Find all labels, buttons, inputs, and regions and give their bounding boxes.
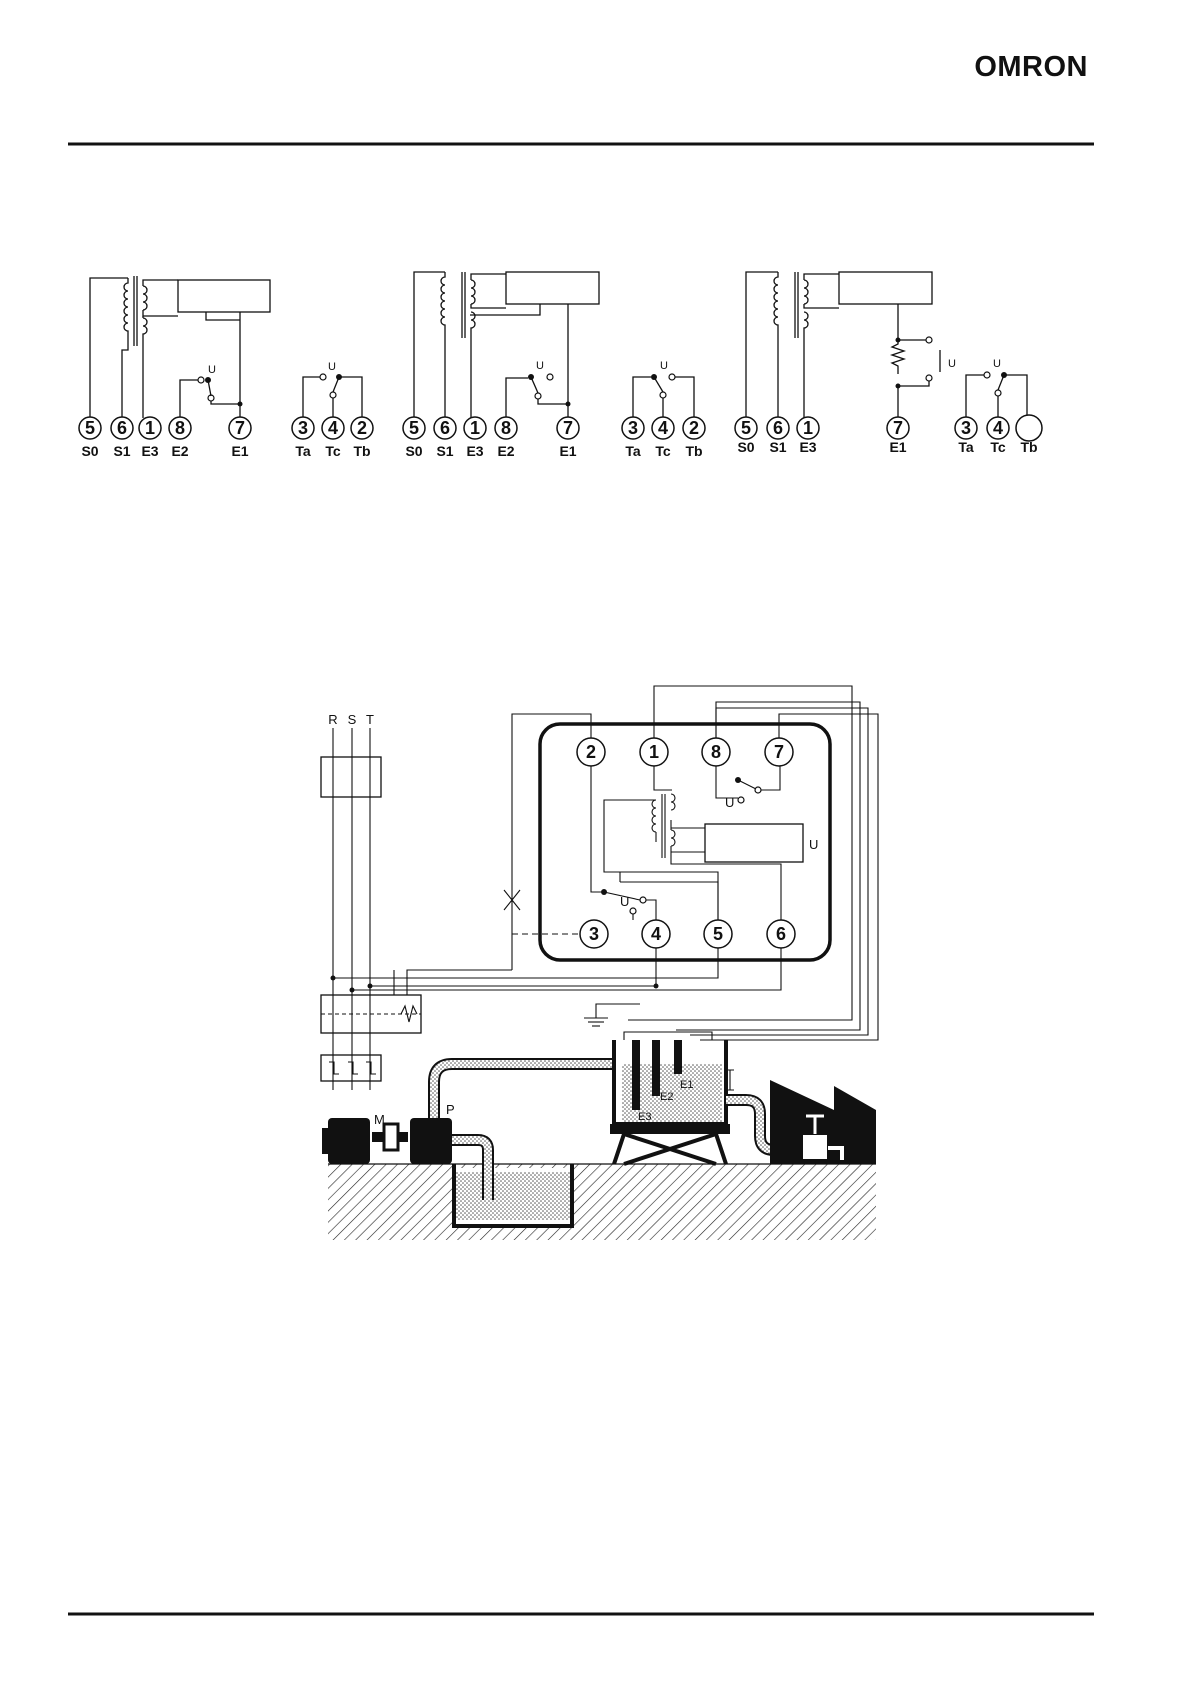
terminal-group-main: 5 6 1 8 7 S0 S1 E3 E2 E1 — [79, 417, 251, 459]
relay-unit-box — [705, 824, 803, 862]
svg-text:1: 1 — [649, 742, 659, 762]
svg-text:Tb: Tb — [685, 443, 702, 459]
svg-text:2: 2 — [586, 742, 596, 762]
wiring-diagram-3: U 5 6 1 7 S0 S1 E3 E1 U 3 4 Ta Tc Tb — [735, 272, 1042, 455]
svg-text:1: 1 — [803, 418, 813, 438]
svg-text:3: 3 — [961, 418, 971, 438]
relay-label: U — [208, 364, 216, 376]
svg-text:3: 3 — [589, 924, 599, 944]
svg-text:4: 4 — [993, 418, 1003, 438]
valve-icon — [802, 1134, 828, 1160]
svg-text:6: 6 — [440, 418, 450, 438]
svg-text:5: 5 — [713, 924, 723, 944]
terminal-group-main: 5 6 1 8 7 S0 S1 E3 E2 E1 — [403, 417, 579, 459]
svg-text:6: 6 — [117, 418, 127, 438]
svg-text:P: P — [446, 1102, 455, 1117]
svg-text:E3: E3 — [141, 443, 158, 459]
wiring-diagram-2: U 5 6 1 8 7 S0 S1 E3 E2 E1 U 3 4 2 Ta Tc — [403, 272, 705, 459]
svg-text:U: U — [620, 894, 629, 909]
svg-text:3: 3 — [298, 418, 308, 438]
overload-relay — [321, 1055, 381, 1081]
svg-text:U: U — [660, 360, 668, 372]
application-diagram: R S T 2 1 8 7 3 4 5 6 — [321, 686, 878, 1240]
svg-text:2: 2 — [357, 418, 367, 438]
terminal-group-main: 5 6 1 7 S0 S1 E3 E1 — [735, 417, 909, 455]
ground-hatch — [328, 1164, 876, 1240]
svg-text:6: 6 — [776, 924, 786, 944]
svg-text:S0: S0 — [81, 443, 98, 459]
control-unit-box — [839, 272, 932, 304]
svg-text:Ta: Ta — [295, 443, 311, 459]
svg-text:E3: E3 — [466, 443, 483, 459]
electrode-e3-label: E3 — [638, 1111, 651, 1123]
svg-text:S0: S0 — [737, 439, 754, 455]
svg-text:1: 1 — [470, 418, 480, 438]
phase-label-t: T — [366, 712, 374, 727]
electrode-e1-label: E1 — [680, 1079, 693, 1091]
svg-text:Ta: Ta — [958, 439, 974, 455]
svg-text:S0: S0 — [405, 443, 422, 459]
svg-text:E2: E2 — [497, 443, 514, 459]
svg-text:U: U — [328, 361, 336, 373]
svg-text:E3: E3 — [799, 439, 816, 455]
control-unit-box — [506, 272, 599, 304]
svg-text:S1: S1 — [769, 439, 786, 455]
motor-icon — [328, 1118, 370, 1164]
svg-text:7: 7 — [774, 742, 784, 762]
svg-text:6: 6 — [773, 418, 783, 438]
terminal-group-contacts: U 3 4 Ta Tc Tb — [955, 358, 1042, 455]
svg-text:1: 1 — [145, 418, 155, 438]
svg-text:E1: E1 — [889, 439, 906, 455]
svg-text:8: 8 — [501, 418, 511, 438]
svg-text:4: 4 — [658, 418, 668, 438]
omron-logo: OMRON — [974, 51, 1088, 83]
svg-text:5: 5 — [409, 418, 419, 438]
svg-text:E2: E2 — [171, 443, 188, 459]
terminal-group-contacts: U 3 4 2 Ta Tc Tb — [292, 361, 373, 459]
wiring-diagram-1: U 5 6 1 8 7 S0 S1 E3 E2 E1 U 3 4 2 T — [79, 276, 373, 459]
svg-text:7: 7 — [235, 418, 245, 438]
svg-text:U: U — [725, 795, 734, 810]
svg-text:7: 7 — [893, 418, 903, 438]
svg-text:Ta: Ta — [625, 443, 641, 459]
svg-text:Tb: Tb — [353, 443, 370, 459]
svg-text:4: 4 — [328, 418, 338, 438]
phase-label-r: R — [328, 712, 337, 727]
svg-text:Tc: Tc — [325, 443, 341, 459]
control-unit-box — [178, 280, 270, 312]
svg-text:U: U — [809, 837, 818, 852]
pump-icon — [410, 1118, 452, 1164]
svg-text:8: 8 — [711, 742, 721, 762]
svg-text:U: U — [993, 358, 1001, 370]
svg-text:Tc: Tc — [990, 439, 1006, 455]
phase-label-s: S — [348, 712, 357, 727]
svg-text:3: 3 — [628, 418, 638, 438]
svg-text:7: 7 — [563, 418, 573, 438]
svg-text:E1: E1 — [559, 443, 576, 459]
sump-water — [456, 1172, 570, 1220]
svg-text:U: U — [948, 358, 956, 370]
fuse-box — [321, 757, 381, 797]
svg-text:S1: S1 — [436, 443, 453, 459]
svg-text:E1: E1 — [231, 443, 248, 459]
svg-text:5: 5 — [85, 418, 95, 438]
svg-text:S1: S1 — [113, 443, 130, 459]
terminal-group-contacts: U 3 4 2 Ta Tc Tb — [622, 360, 705, 459]
svg-text:4: 4 — [651, 924, 661, 944]
svg-text:Tc: Tc — [655, 443, 671, 459]
controller-terminals: 2 1 8 7 3 4 5 6 — [577, 738, 795, 948]
svg-text:8: 8 — [175, 418, 185, 438]
svg-text:5: 5 — [741, 418, 751, 438]
svg-text:Tb: Tb — [1020, 439, 1037, 455]
svg-text:2: 2 — [689, 418, 699, 438]
svg-text:M: M — [374, 1112, 385, 1127]
resistor-symbol — [892, 340, 904, 374]
electrode-e2-label: E2 — [660, 1091, 673, 1103]
svg-text:U: U — [536, 360, 544, 372]
